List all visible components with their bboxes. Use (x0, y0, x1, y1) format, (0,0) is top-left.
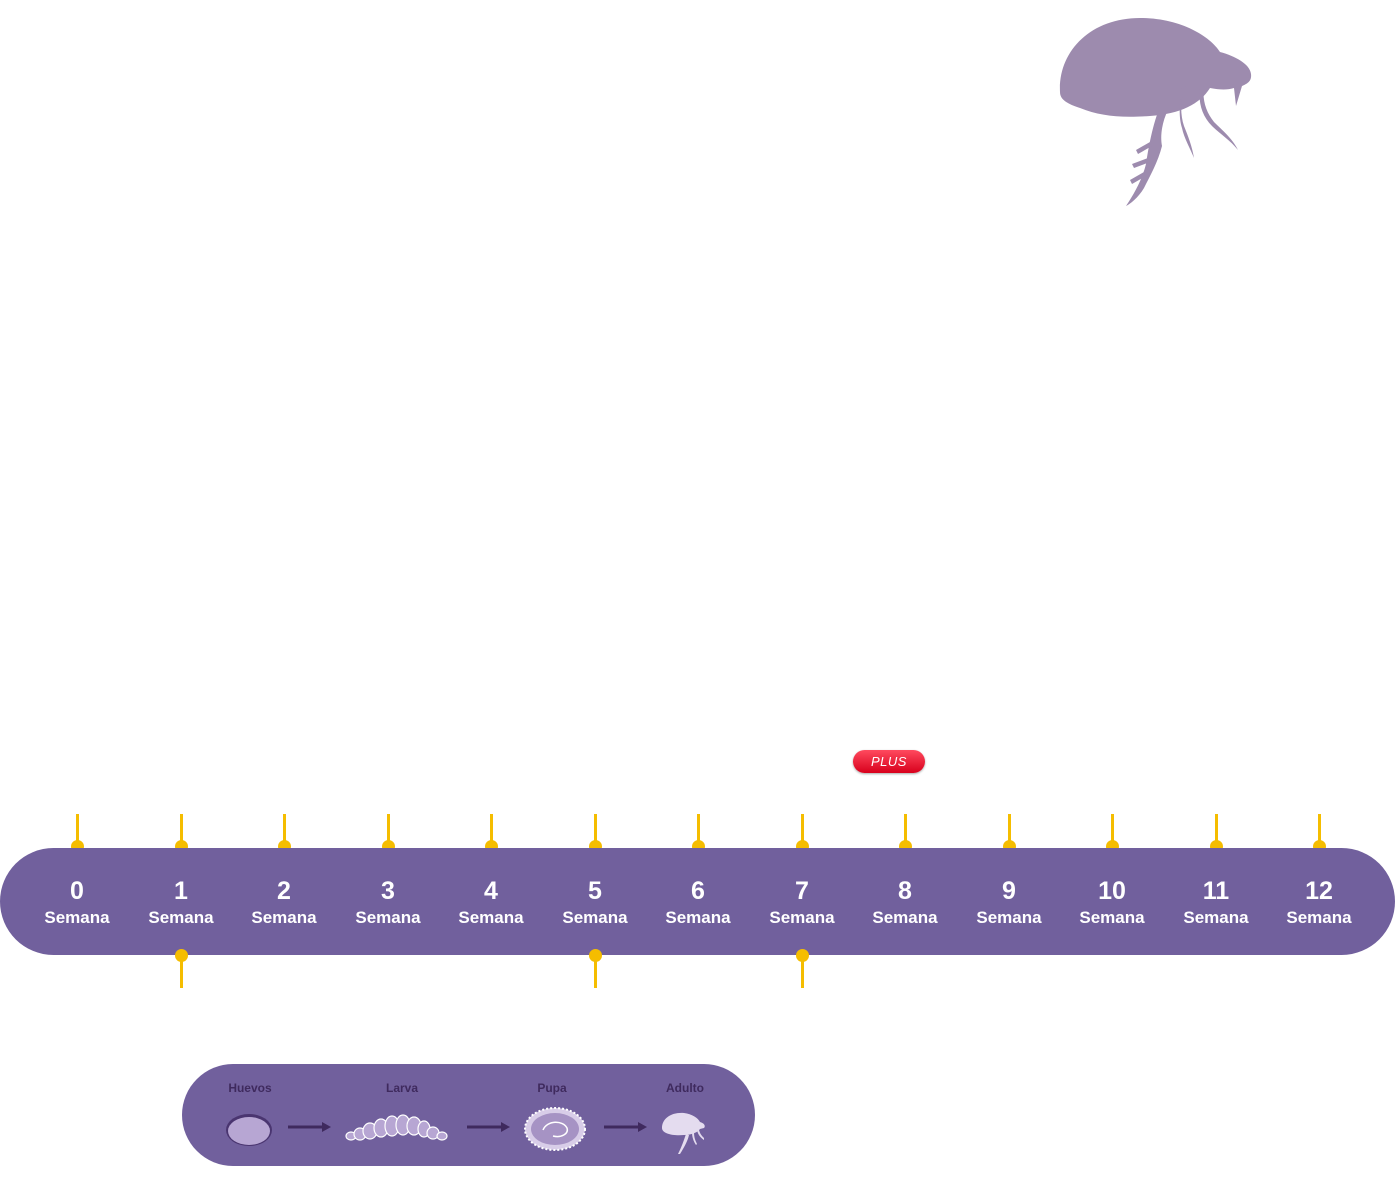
week-label: Semana (976, 908, 1042, 927)
week-number: 5 (588, 877, 602, 905)
week-number: 1 (174, 877, 188, 905)
bottom-marker-line (179, 958, 183, 988)
bottom-marker-line (800, 958, 804, 988)
top-marker-line (1214, 814, 1218, 844)
arrow-icon (467, 1122, 510, 1132)
week-label: Semana (769, 908, 835, 927)
egg-icon (226, 1114, 272, 1146)
top-marker-line (800, 814, 804, 844)
week-number: 8 (898, 877, 912, 905)
stage-label-pupa: Pupa (537, 1081, 567, 1095)
week-number: 4 (484, 877, 498, 905)
top-marker-line (1110, 814, 1114, 844)
week-label: Semana (458, 908, 524, 927)
top-marker-line (179, 814, 183, 844)
top-marker-line (282, 814, 286, 844)
week-number: 3 (381, 877, 395, 905)
stage-label-adult: Adulto (666, 1081, 704, 1095)
bottom-marker-dot (588, 949, 602, 962)
arrow-icon (604, 1122, 647, 1132)
top-marker-line (1007, 814, 1011, 844)
week-label: Semana (665, 908, 731, 927)
stage-label-larva: Larva (385, 1081, 419, 1095)
larva-icon (345, 1114, 448, 1141)
top-marker-line (696, 814, 700, 844)
week-label: Semana (1079, 908, 1145, 927)
top-marker-line (593, 814, 597, 844)
week-number: 6 (691, 877, 705, 905)
week-number: 0 (70, 877, 84, 905)
week-label: Semana (148, 908, 214, 927)
top-marker-line (75, 814, 79, 844)
adult-flea-icon (662, 1112, 705, 1154)
bottom-marker-dot (174, 949, 188, 962)
week-number: 7 (795, 877, 809, 905)
week-number: 2 (277, 877, 291, 905)
week-label: Semana (251, 908, 317, 927)
bottom-marker-line (593, 958, 597, 988)
week-label: Semana (562, 908, 628, 927)
arrow-icon (288, 1122, 331, 1132)
week-number: 10 (1098, 877, 1126, 905)
week-label: Semana (1183, 908, 1249, 927)
top-marker-line (1317, 814, 1321, 844)
plus-badge: PLUS (853, 750, 925, 773)
bottom-marker-dot (795, 949, 809, 962)
stage-label-eggs: Huevos (228, 1081, 272, 1095)
top-marker-line (386, 814, 390, 844)
life-cycle-legend: Huevos Larva Pupa Adulto (182, 1064, 755, 1166)
pupa-icon (524, 1107, 586, 1151)
week-label: Semana (872, 908, 938, 927)
week-label: Semana (1286, 908, 1352, 927)
week-number: 12 (1305, 877, 1333, 905)
week-label: Semana (44, 908, 110, 927)
top-marker-line (903, 814, 907, 844)
flea-silhouette-icon (1059, 18, 1252, 206)
week-number: 11 (1202, 877, 1230, 905)
top-marker-line (489, 814, 493, 844)
week-label: Semana (355, 908, 421, 927)
week-number: 9 (1002, 877, 1016, 905)
